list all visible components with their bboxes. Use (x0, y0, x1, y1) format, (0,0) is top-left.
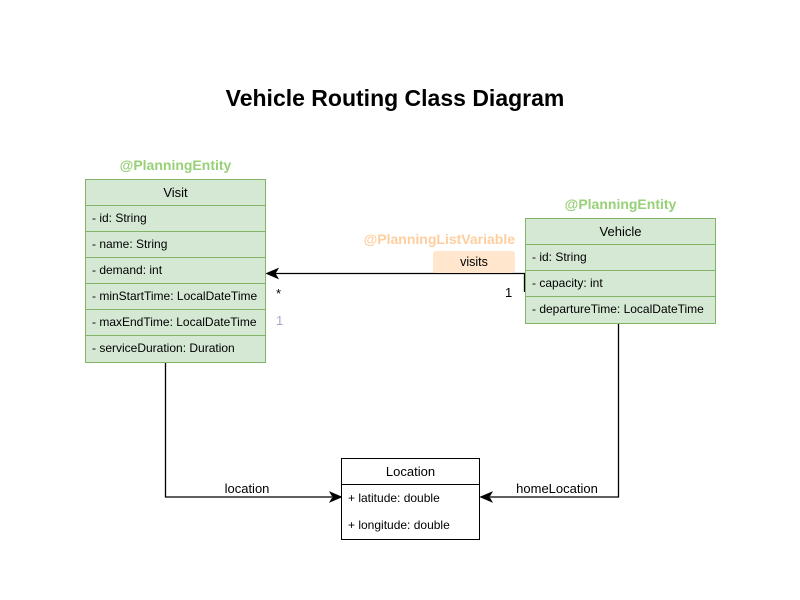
visit-attr-max-end-time: - maxEndTime: LocalDateTime (86, 310, 265, 336)
visit-attr-name: - name: String (86, 232, 265, 258)
vehicle-class-box: Vehicle - id: String - capacity: int - d… (525, 218, 716, 324)
visit-attr-service-duration: - serviceDuration: Duration (92, 341, 235, 355)
location-attr-latitude: + latitude: double (348, 491, 440, 505)
vehicle-attr-departure-time: - departureTime: LocalDateTime (532, 302, 704, 316)
visit-attr-demand: - demand: int (86, 258, 265, 284)
visits-edge-label: visits (433, 251, 515, 273)
visits-multiplicity-source: 1 (505, 285, 513, 300)
location-attr-longitude: + longitude: double (348, 518, 450, 532)
visit-attr-id: - id: String (86, 206, 265, 232)
visit-planning-entity-annotation: @PlanningEntity (119, 157, 232, 173)
vehicle-attr-capacity: - capacity: int (526, 271, 715, 297)
location-class-name: Location (342, 459, 479, 485)
visits-multiplicity-target: * (276, 286, 282, 301)
location-class-box: Location + latitude: double + longitude:… (341, 458, 480, 540)
planning-list-variable-annotation: @PlanningListVariable (363, 231, 515, 247)
visit-attr-min-start-time: - minStartTime: LocalDateTime (86, 284, 265, 310)
visits-arrowhead (265, 267, 280, 280)
vehicle-planning-entity-annotation: @PlanningEntity (564, 196, 677, 212)
visit-class-name: Visit (86, 180, 265, 206)
home-location-edge-label: homeLocation (516, 481, 598, 496)
visit-class-box: Visit - id: String - name: String - dema… (85, 179, 266, 363)
diagram-title: Vehicle Routing Class Diagram (225, 85, 565, 111)
location-edge-label: location (224, 481, 270, 496)
vehicle-class-name: Vehicle (526, 219, 715, 245)
visits-index-label: 1 (276, 313, 284, 328)
home-location-connector (479, 322, 620, 503)
home-location-arrowhead (479, 491, 494, 503)
location-arrowhead (328, 491, 343, 503)
vehicle-attr-id: - id: String (526, 245, 715, 271)
